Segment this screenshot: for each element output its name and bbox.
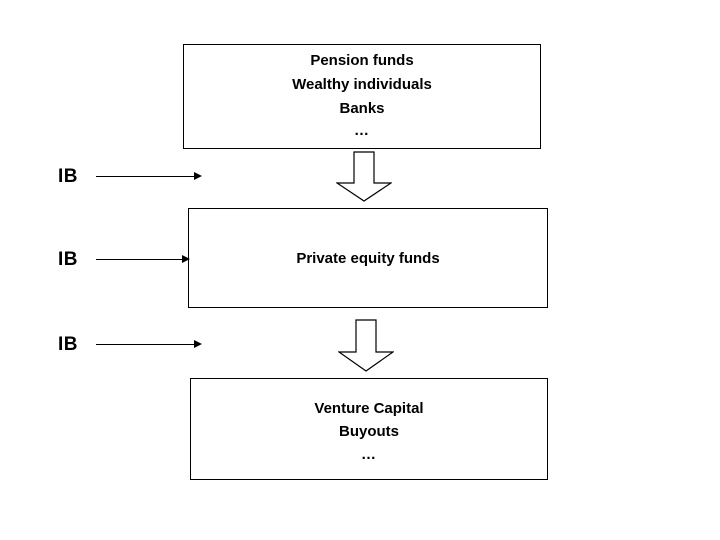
ib-label-3: IB [58,334,78,355]
ib-arrow-2-head [182,255,190,263]
ib-arrow-1-shaft [96,176,194,177]
investments-line-1: Venture Capital [314,400,424,417]
ib-arrow-3-head [194,340,202,348]
investors-to-funds-arrow [336,151,392,202]
ib-label-1: IB [58,166,78,187]
private-equity-funds-box: Private equity funds [188,208,548,308]
ib-label-2: IB [58,249,78,270]
ib-arrow-3 [96,340,202,349]
ib-arrow-2 [96,255,190,264]
investors-line-3: Banks [339,100,385,117]
investments-ellipsis: … [361,446,377,463]
investments-line-2: Buyouts [339,423,399,440]
investors-ellipsis: … [354,122,370,139]
down-block-arrow-icon [338,319,394,372]
ib-arrow-1-head [194,172,202,180]
funds-to-investments-arrow [338,319,394,372]
investors-box: Pension funds Wealthy individuals Banks … [183,44,541,149]
investors-line-1: Pension funds [310,52,414,69]
investors-line-2: Wealthy individuals [292,76,432,93]
down-block-arrow-icon [336,151,392,202]
ib-arrow-2-shaft [96,259,182,260]
investments-box: Venture Capital Buyouts … [190,378,548,480]
ib-arrow-1 [96,172,202,181]
ib-arrow-3-shaft [96,344,194,345]
private-equity-funds-label: Private equity funds [296,250,440,267]
